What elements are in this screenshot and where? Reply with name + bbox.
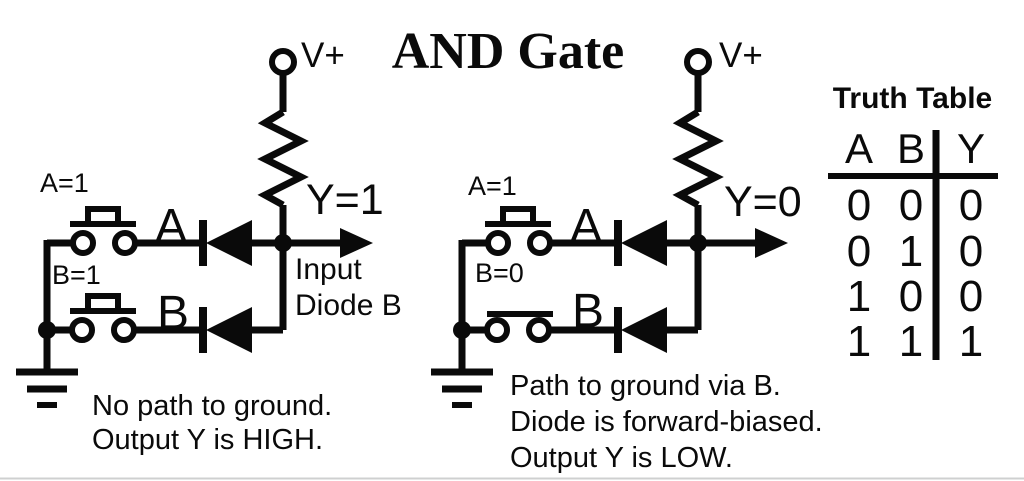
right-caption-line-3: Output Y is LOW. bbox=[510, 442, 733, 474]
truth-cell-r1-a: 0 bbox=[846, 227, 872, 276]
right-caption: Path to ground via B. Diode is forward-bi… bbox=[510, 368, 823, 476]
right-circuit-graphics bbox=[431, 51, 788, 405]
truth-table-col-a: A bbox=[844, 125, 873, 172]
right-input-b-label: B bbox=[572, 285, 605, 338]
left-supply-label: V+ bbox=[301, 36, 345, 75]
right-supply-label: V+ bbox=[719, 36, 763, 75]
right-caption-line-1: Path to ground via B. bbox=[510, 370, 781, 402]
truth-table-col-y: Y bbox=[956, 125, 985, 172]
right-switch-b-state-label: B=0 bbox=[475, 258, 524, 288]
left-switch-a-state-label: A=1 bbox=[40, 168, 89, 198]
right-output-label: Y=0 bbox=[724, 178, 802, 226]
truth-cell-r3-y: 1 bbox=[958, 317, 984, 366]
truth-table-rules bbox=[828, 130, 998, 360]
truth-cell-r0-y: 0 bbox=[958, 181, 984, 230]
truth-cell-r1-b: 1 bbox=[898, 227, 924, 276]
left-output-label: Y=1 bbox=[306, 176, 384, 224]
left-caption: No path to ground.Output Y is HIGH. bbox=[92, 389, 332, 457]
left-switch-b-state-label: B=1 bbox=[52, 260, 101, 290]
truth-cell-r0-a: 0 bbox=[846, 181, 872, 230]
truth-cell-r0-b: 0 bbox=[898, 181, 924, 230]
annotation-line-1: Input bbox=[295, 253, 362, 286]
truth-cell-r2-a: 1 bbox=[846, 272, 872, 321]
left-circuit-graphics bbox=[16, 51, 373, 405]
right-switch-a-state-label: A=1 bbox=[468, 171, 517, 201]
truth-cell-r3-a: 1 bbox=[846, 317, 872, 366]
page-title: AND Gate bbox=[391, 23, 625, 80]
truth-cell-r1-y: 0 bbox=[958, 227, 984, 276]
switch-b-button-cap bbox=[85, 293, 121, 308]
truth-table-title: Truth Table bbox=[832, 82, 993, 115]
left-caption-line-1: No path to ground. bbox=[92, 390, 333, 422]
truth-cell-r3-b: 1 bbox=[898, 317, 924, 366]
truth-table-col-b: B bbox=[896, 125, 925, 172]
right-caption-line-2: Diode is forward-biased. bbox=[510, 406, 823, 438]
left-input-a-label: A bbox=[155, 200, 188, 253]
truth-cell-r2-b: 0 bbox=[898, 272, 924, 321]
annotation-line-2: Diode B bbox=[295, 289, 402, 322]
right-input-a-label: A bbox=[570, 200, 603, 253]
left-switch-b-actuator-open bbox=[70, 293, 136, 314]
truth-cell-r2-y: 0 bbox=[958, 272, 984, 321]
left-caption-line-2: Output Y is HIGH. bbox=[92, 424, 324, 456]
left-input-b-label: B bbox=[157, 287, 190, 340]
